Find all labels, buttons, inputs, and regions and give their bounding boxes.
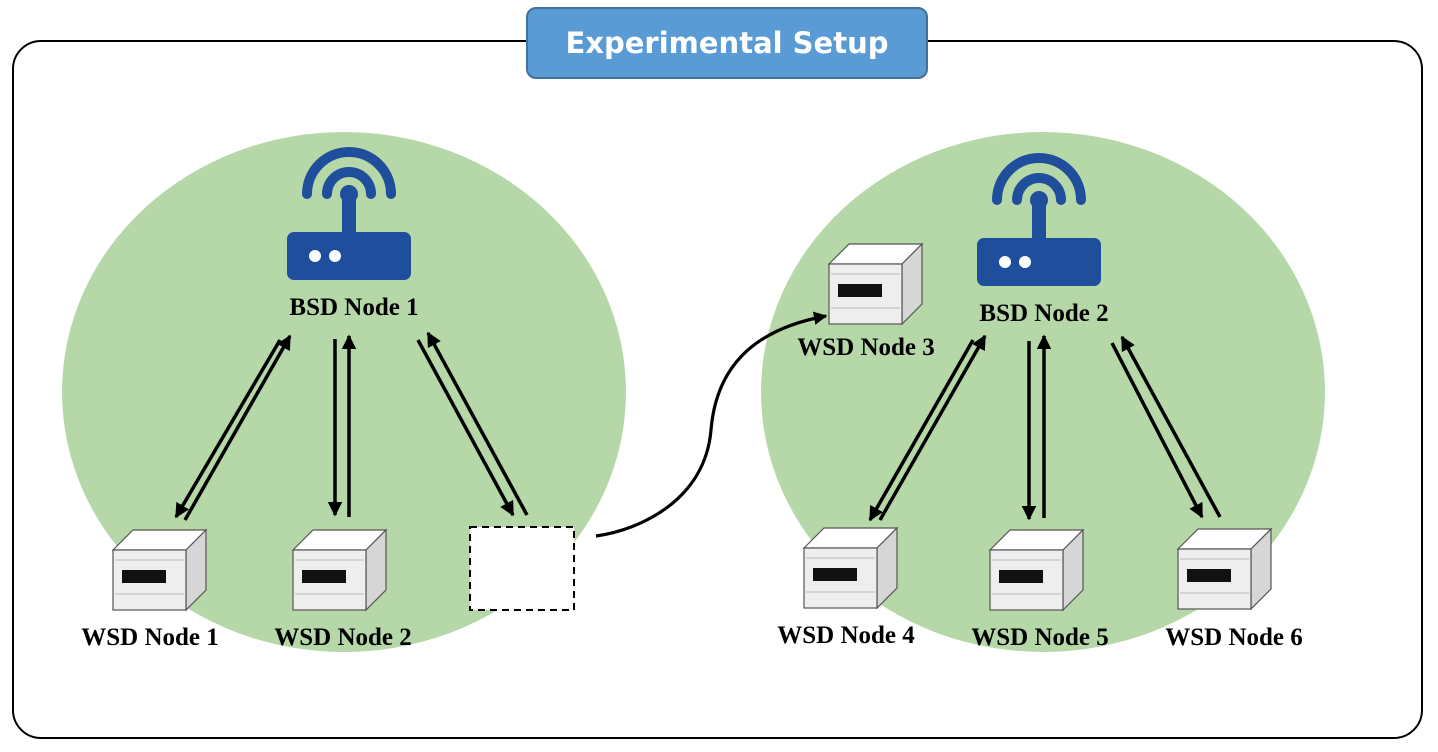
wsd-node-5-label: WSD Node 5 bbox=[971, 624, 1109, 651]
dashed-placeholder bbox=[469, 526, 575, 611]
bsd-node-2-label: BSD Node 2 bbox=[979, 300, 1108, 327]
migration-arrow bbox=[595, 311, 828, 538]
server-box-icon bbox=[292, 529, 387, 611]
bsd-node-1-label: BSD Node 1 bbox=[289, 294, 418, 321]
link-arrows-cluster-1 bbox=[174, 331, 529, 521]
server-box-icon bbox=[1177, 528, 1272, 610]
wsd-node-2-label: WSD Node 2 bbox=[274, 624, 412, 651]
wsd-node-4-label: WSD Node 4 bbox=[777, 622, 915, 649]
cluster-1-area bbox=[62, 132, 626, 652]
server-box-icon bbox=[112, 529, 207, 611]
server-box-icon bbox=[803, 527, 898, 609]
link-arrows-cluster-2 bbox=[868, 334, 1222, 522]
diagram-title: Experimental Setup bbox=[526, 7, 928, 79]
wsd-node-1-label: WSD Node 1 bbox=[81, 624, 219, 651]
wsd-node-6-label: WSD Node 6 bbox=[1165, 624, 1303, 651]
wsd-node-3-label: WSD Node 3 bbox=[797, 334, 935, 361]
server-box-icon bbox=[828, 243, 923, 325]
server-box-icon bbox=[989, 529, 1084, 611]
